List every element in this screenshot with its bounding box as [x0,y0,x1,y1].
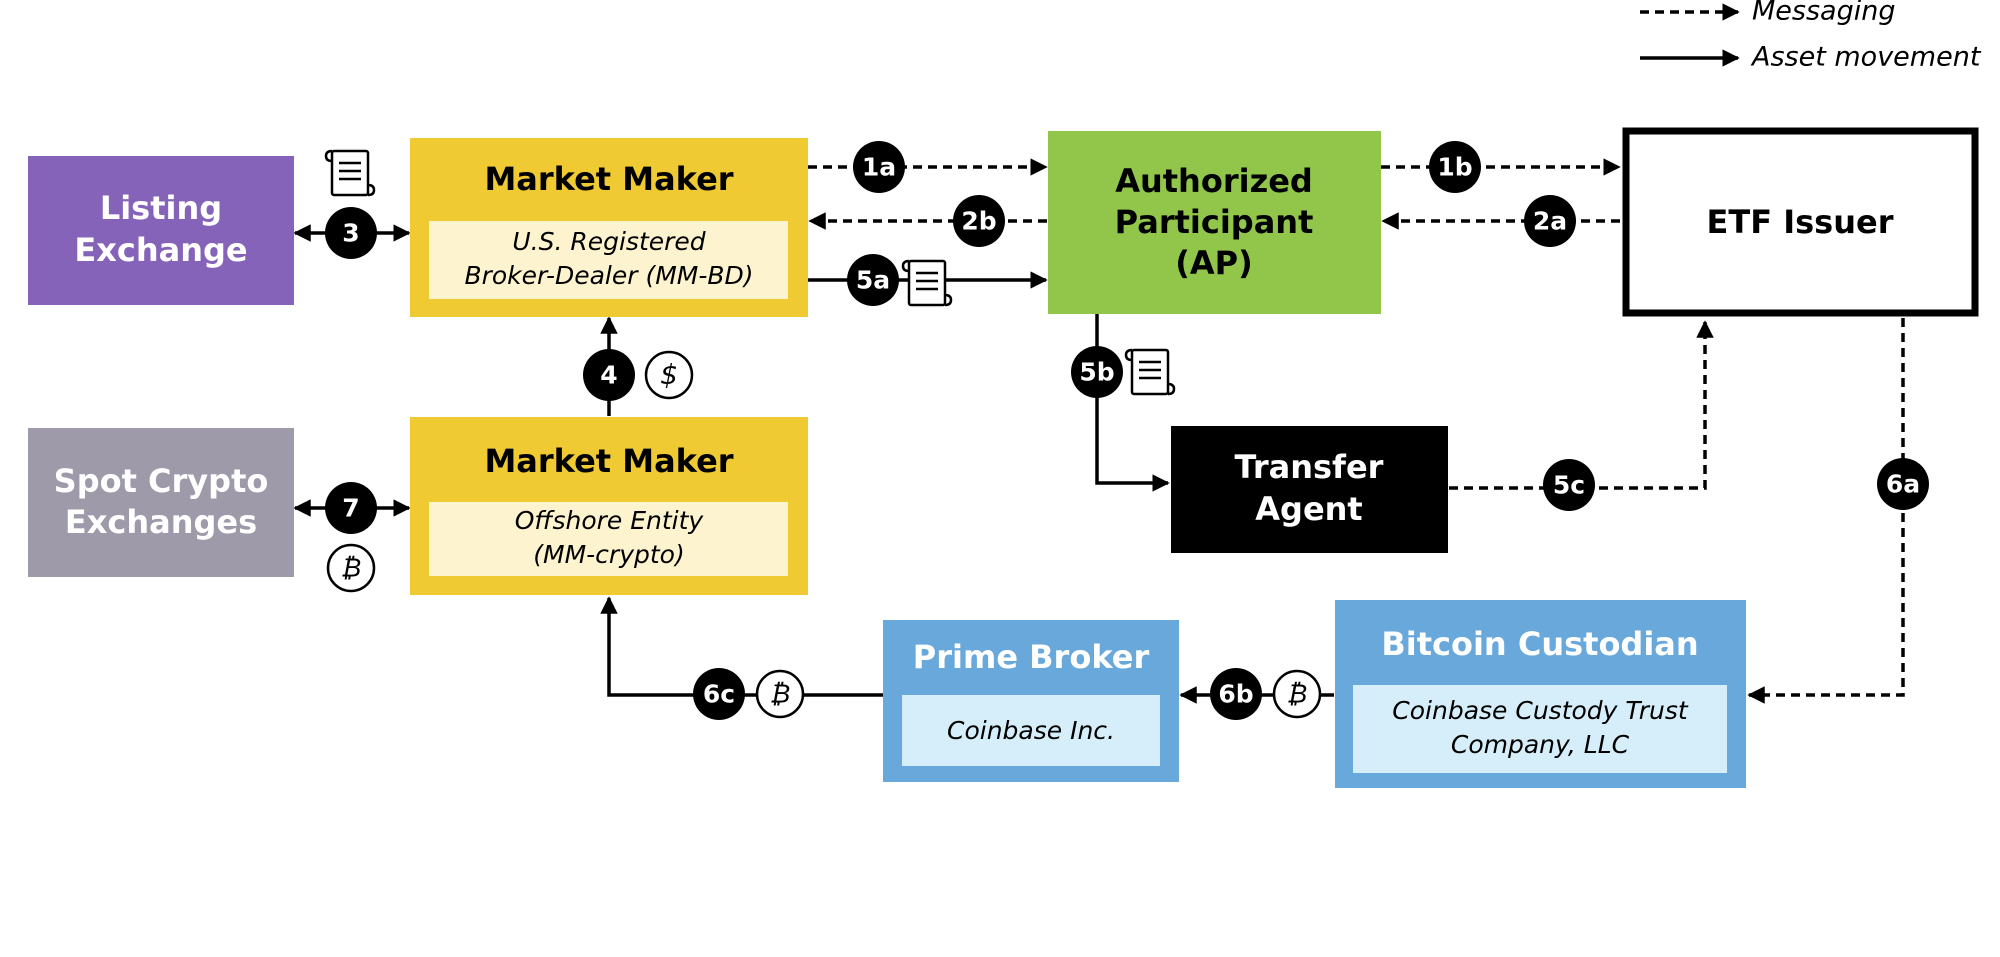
bitcoin-icon: ₿ [755,669,805,719]
badge-2a: 2a [1524,195,1576,247]
mm-crypto-sub2: (MM-crypto) [533,540,684,569]
transfer-agent-box: Transfer Agent [1171,426,1448,553]
bitcoin-icon-glyph: ₿ [770,680,790,710]
listing-exchange-line2: Exchange [74,231,247,269]
legend: Messaging Asset movement [1640,0,1982,73]
authorized-participant-box: Authorized Participant (AP) [1048,131,1381,314]
badge-3: 3 [325,207,377,259]
custodian-title: Bitcoin Custodian [1381,625,1698,663]
badge-4-label: 4 [600,361,617,390]
transfer-agent-line2: Agent [1255,490,1362,528]
badge-2b: 2b [953,195,1005,247]
badge-3-label: 3 [342,219,359,248]
badge-1a-label: 1a [862,153,896,182]
arrow-6c [600,596,883,697]
arrow-5c [1449,320,1714,490]
spot-crypto-exchanges-box: Spot Crypto Exchanges [28,428,294,577]
spot-crypto-line2: Exchanges [65,503,257,541]
ap-line2: Participant [1115,203,1314,241]
badge-6c-label: 6c [703,680,735,709]
etf-issuer-title: ETF Issuer [1707,203,1894,241]
prime-broker-sub1: Coinbase Inc. [947,716,1115,745]
bitcoin-icon: ₿ [1272,669,1322,719]
badge-5c-label: 5c [1553,471,1585,500]
transfer-agent-line1: Transfer [1235,448,1384,486]
badge-6b: 6b [1210,668,1262,720]
bitcoin-icon: ₿ [326,543,376,593]
mm-bd-title: Market Maker [484,160,733,198]
prime-broker-box: Prime Broker Coinbase Inc. [883,620,1179,782]
badge-4: 4 [583,349,635,401]
bitcoin-icon-glyph: ₿ [1287,680,1307,710]
bitcoin-icon-glyph: ₿ [341,554,361,584]
arrow-6a [1747,318,1905,704]
arrow-5b [1095,313,1170,492]
badge-5b-label: 5b [1079,358,1114,387]
listing-exchange-box: Listing Exchange [28,156,294,305]
spot-crypto-line1: Spot Crypto [54,462,269,500]
custodian-sub1: Coinbase Custody Trust [1392,696,1689,725]
document-icon [324,149,376,197]
badge-2a-label: 2a [1533,207,1567,236]
badge-6a-label: 6a [1886,470,1920,499]
currency-symbols: $ ₿ ₿ ₿ [326,350,1322,719]
step-badges: 1a 2b 5a 1b 2a 3 4 5b 5c 6a 6b 6c 7 [325,141,1929,720]
document-icon [1124,348,1176,396]
ap-line3: (AP) [1175,244,1252,282]
badge-1b-label: 1b [1437,153,1472,182]
mm-bd-sub2: Broker-Dealer (MM-BD) [464,261,753,290]
badge-6b-label: 6b [1218,680,1253,709]
legend-asset-label: Asset movement [1750,42,1982,73]
mm-crypto-title: Market Maker [484,442,733,480]
badge-5a: 5a [847,254,899,306]
custodian-sub2: Company, LLC [1451,730,1630,759]
prime-broker-title: Prime Broker [913,638,1150,676]
badge-5b: 5b [1071,346,1123,398]
badge-6a: 6a [1877,458,1929,510]
dollar-icon: $ [644,350,694,400]
badge-2b-label: 2b [961,207,996,236]
badge-7-label: 7 [342,494,359,523]
listing-exchange-line1: Listing [100,189,222,227]
dollar-icon-glyph: $ [660,358,678,391]
badge-1a: 1a [853,141,905,193]
ap-line1: Authorized [1115,162,1313,200]
badge-5c: 5c [1543,459,1595,511]
legend-messaging-label: Messaging [1752,0,1895,27]
badge-5a-label: 5a [856,266,890,295]
badge-1b: 1b [1429,141,1481,193]
market-maker-crypto-box: Market Maker Offshore Entity (MM-crypto) [410,417,808,595]
mm-crypto-sub1: Offshore Entity [515,506,705,535]
badge-7: 7 [325,482,377,534]
bitcoin-custodian-box: Bitcoin Custodian Coinbase Custody Trust… [1335,600,1746,788]
etf-issuer-box: ETF Issuer [1622,127,1979,317]
market-maker-bd-box: Market Maker U.S. Registered Broker-Deal… [410,138,808,317]
badge-6c: 6c [693,668,745,720]
mm-bd-sub1: U.S. Registered [512,227,705,256]
document-icon [901,259,953,307]
